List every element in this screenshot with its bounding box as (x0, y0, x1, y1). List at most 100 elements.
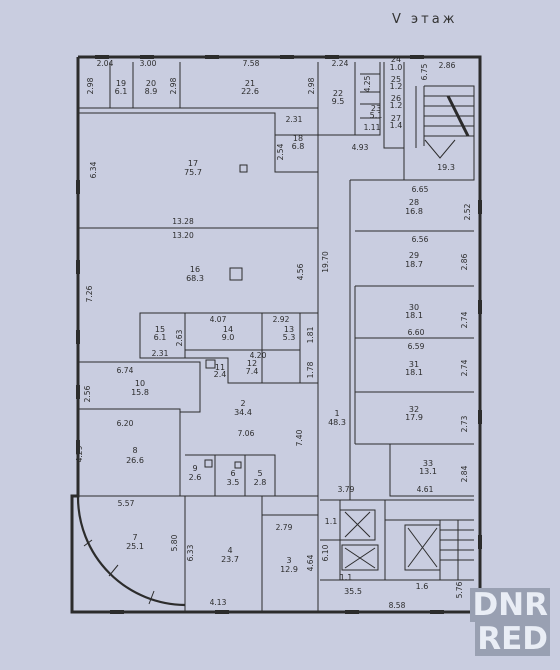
floor-title: V этаж (392, 12, 458, 27)
wall (355, 62, 381, 136)
room-number: 23 (371, 104, 381, 113)
room-area: 2.4 (214, 370, 227, 379)
dimension: 8.58 (389, 601, 406, 610)
room-number: 31 (409, 360, 419, 369)
fixture (229, 267, 243, 281)
window-mark (76, 330, 80, 344)
room-number: 10 (135, 379, 145, 388)
room-area: 35.5 (344, 587, 362, 596)
dimension: 4.20 (250, 351, 267, 360)
room-number: 1 (334, 409, 339, 418)
dimension: 1.81 (306, 326, 315, 343)
tick (83, 539, 155, 605)
room-number: 24 (391, 55, 401, 64)
dimension: 2.98 (86, 77, 95, 94)
room-number: 33 (423, 459, 433, 468)
room-area: 3.5 (227, 478, 240, 487)
window-mark (280, 55, 294, 59)
wall (341, 524, 441, 571)
window-mark (110, 610, 124, 614)
curved-wall (76, 496, 186, 607)
room-number: 17 (188, 159, 198, 168)
room-area: 9.0 (222, 333, 235, 342)
room-area: 9.5 (332, 97, 345, 106)
dimension: 1.78 (306, 361, 315, 378)
room-number: 27 (391, 114, 401, 123)
window-mark (95, 55, 109, 59)
dimension: 2.84 (460, 465, 469, 482)
room-number: 29 (409, 251, 419, 260)
dimension: 7.40 (295, 429, 304, 446)
dimension: 7.26 (85, 285, 94, 302)
room-area: 6.1 (115, 87, 128, 96)
room-area: 13.1 (419, 467, 437, 476)
room-area: 8.9 (145, 87, 158, 96)
room-area: 1.1 (325, 517, 338, 526)
dimension: 6.74 (117, 366, 134, 375)
room-number: 11 (215, 363, 225, 372)
dimension: 4.07 (210, 315, 227, 324)
wall (227, 350, 301, 383)
wall (317, 62, 356, 136)
room-area: 1.2 (390, 101, 403, 110)
window-mark (140, 55, 154, 59)
room-number: 2 (240, 399, 245, 408)
room-number: 15 (155, 325, 165, 334)
dimension: 6.60 (408, 328, 425, 337)
dimension: 6.75 (420, 63, 429, 80)
room-number: 30 (409, 303, 419, 312)
dimension: 2.52 (463, 203, 472, 220)
wall (349, 179, 474, 500)
elevator-cross (344, 511, 438, 569)
room-area: 22.6 (241, 87, 259, 96)
room-area: 18.1 (405, 368, 423, 377)
wall (383, 62, 404, 149)
window-mark (76, 180, 80, 194)
wall (389, 444, 474, 497)
dimension: 6.20 (117, 419, 134, 428)
dimension: 6.56 (412, 235, 429, 244)
room-number: 25 (391, 75, 401, 84)
wall (423, 86, 474, 146)
window-mark (76, 440, 80, 454)
dimension: 4.56 (296, 263, 305, 280)
room-number: 19 (116, 79, 126, 88)
room-number: 32 (409, 405, 419, 414)
dimension: 2.56 (83, 385, 92, 402)
room-area: 5.3 (283, 333, 296, 342)
dimension: 4.93 (352, 143, 369, 152)
dimension: 2.74 (460, 311, 469, 328)
room-area: 18.1 (405, 311, 423, 320)
dimension: 7.06 (238, 429, 255, 438)
room-area: 18.7 (405, 260, 423, 269)
room-number: 12 (247, 359, 257, 368)
fixture (204, 459, 213, 468)
wall (340, 509, 376, 541)
room-area: 2.8 (254, 478, 267, 487)
dimension: 2.86 (460, 253, 469, 270)
room-number: 6 (230, 469, 235, 478)
window-mark (76, 385, 80, 399)
dimension: 3.79 (338, 485, 355, 494)
room-area: 25.1 (126, 542, 144, 551)
room-number: 13 (284, 325, 294, 334)
window-mark (76, 260, 80, 274)
dimension: 2.92 (273, 315, 290, 324)
wall (214, 455, 246, 496)
room-number: 28 (409, 198, 419, 207)
room-area: 26.6 (126, 456, 144, 465)
window-mark (325, 55, 339, 59)
wall (261, 313, 301, 351)
room-area: 1.4 (390, 121, 403, 130)
dimension: 2.31 (286, 115, 303, 124)
dimension: 6.65 (412, 185, 429, 194)
wall (440, 519, 474, 580)
room-area: 7.4 (246, 367, 259, 376)
window-mark (478, 410, 482, 424)
dimension: 4.64 (306, 554, 315, 571)
wall (384, 500, 441, 580)
room-number: 14 (223, 325, 233, 334)
dimension: 2.73 (460, 415, 469, 432)
